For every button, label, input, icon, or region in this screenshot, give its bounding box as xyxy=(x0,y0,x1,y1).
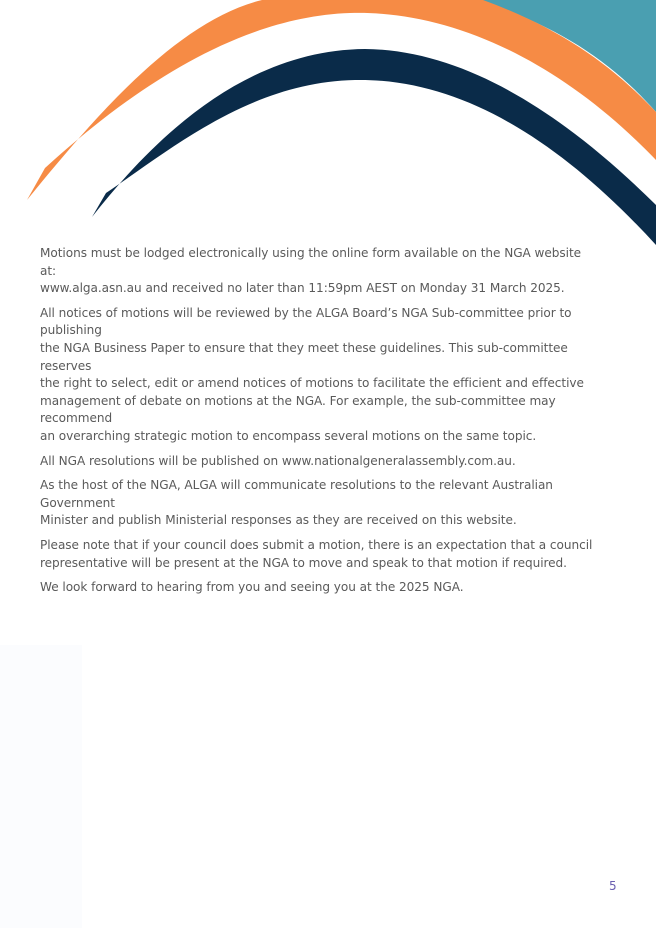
side-panel-background xyxy=(0,645,82,928)
page-number: 5 xyxy=(609,879,617,893)
paragraph-lodgement: Motions must be lodged electronically us… xyxy=(40,246,582,296)
teal-corner-shape xyxy=(480,0,656,112)
header-decorative-arcs xyxy=(27,0,656,245)
body-content: Motions must be lodged electronically us… xyxy=(40,245,600,604)
navy-arc-shape xyxy=(92,49,656,245)
paragraph-closing: We look forward to hearing from you and … xyxy=(40,580,464,595)
orange-arc-shape xyxy=(27,0,656,200)
paragraph-publication: All NGA resolutions will be published on… xyxy=(40,453,516,468)
paragraph-review: All notices of motions will be reviewed … xyxy=(40,305,584,443)
paragraph-expectation: Please note that if your council does su… xyxy=(40,537,593,570)
paragraph-communication: As the host of the NGA, ALGA will commun… xyxy=(40,478,553,528)
